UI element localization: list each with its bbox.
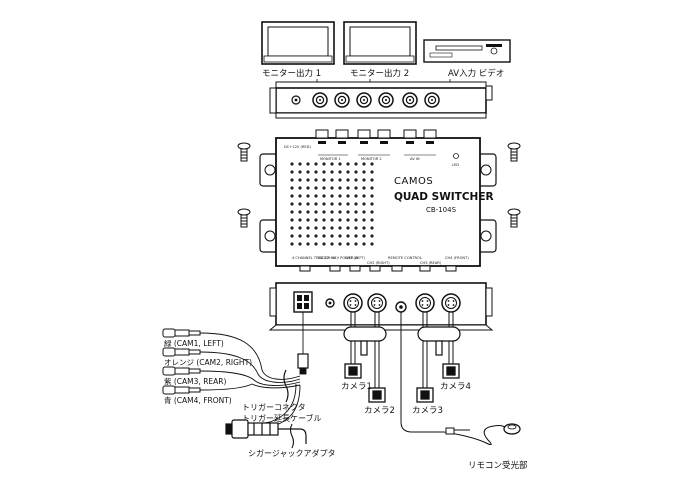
product-label: QUAD SWITCHER xyxy=(394,191,494,203)
camera-din-jacks xyxy=(343,293,461,313)
remote-receiver xyxy=(400,312,521,446)
top-port-monitor-2: MONITOR 2 xyxy=(361,157,382,161)
power-port-label: DC+12V (RED) xyxy=(284,145,311,149)
cam1-wire-label: 緑 (CAM1, LEFT) xyxy=(164,338,224,348)
av-input-label: AV入力 ビデオ xyxy=(448,68,504,79)
camera-4-label: カメラ4 xyxy=(440,382,471,392)
main-unit: DC+12V (RED) MONITOR 1 MONITOR 2 AV IN L… xyxy=(259,129,497,272)
dvd-player xyxy=(423,39,511,63)
cigar-adapter-label: シガージャックアダプタ xyxy=(248,448,335,458)
camera-cables xyxy=(350,312,454,392)
led-label: LED xyxy=(452,163,459,167)
monitor-1-label: モニター出力 1 xyxy=(262,68,321,79)
bottom-port-ch4: CH4 (FRONT) xyxy=(445,256,469,260)
camera-1-label: カメラ1 xyxy=(341,382,372,392)
top-port-monitor-1: MONITOR 1 xyxy=(320,157,341,161)
bottom-port-ch3: CH3 (REAR) xyxy=(420,261,442,265)
mounting-screws xyxy=(237,142,521,228)
trigger-wires xyxy=(199,312,309,431)
monitor-2-label: モニター出力 2 xyxy=(350,68,409,79)
rca-jacks-top xyxy=(312,92,440,108)
trigger-cable-label: トリガー延長ケーブル xyxy=(242,413,322,423)
camera-3-label: カメラ3 xyxy=(412,406,443,416)
led-indicator xyxy=(453,153,459,159)
cigar-jack-adapter xyxy=(225,419,307,449)
bottom-port-power: DC 12~24V POWER IN xyxy=(318,256,359,260)
cable-clamps xyxy=(343,326,461,356)
cam4-wire-label: 青 (CAM4, FRONT) xyxy=(164,395,232,405)
wire-terminals xyxy=(162,328,201,395)
monitor-2 xyxy=(343,21,417,65)
vent-grid xyxy=(290,162,378,250)
bottom-port-ch2: CH2 (RIGHT) xyxy=(367,261,390,265)
bottom-port-ch1: CH1 (LEFT) xyxy=(345,256,366,260)
bottom-port-trigger: 4 CHANNEL TRIGGER IN xyxy=(292,256,335,260)
camera-plugs xyxy=(344,363,460,403)
cam3-wire-label: 紫 (CAM3, REAR) xyxy=(164,377,226,386)
trigger-connector-label: トリガーコネクタ xyxy=(242,402,306,412)
remote-label: リモコン受光部 xyxy=(468,460,528,471)
brand-label: CAMOS xyxy=(394,176,433,187)
camera-2-label: カメラ2 xyxy=(364,406,395,416)
model-label: CB-104S xyxy=(426,206,457,214)
top-port-marks xyxy=(318,141,436,156)
top-port-av-in: AV IN xyxy=(410,157,420,161)
cam2-wire-label: オレンジ (CAM2, RIGHT) xyxy=(164,358,252,367)
bottom-port-remote: REMOTE CONTROL xyxy=(388,256,422,260)
monitor-1 xyxy=(261,21,335,65)
